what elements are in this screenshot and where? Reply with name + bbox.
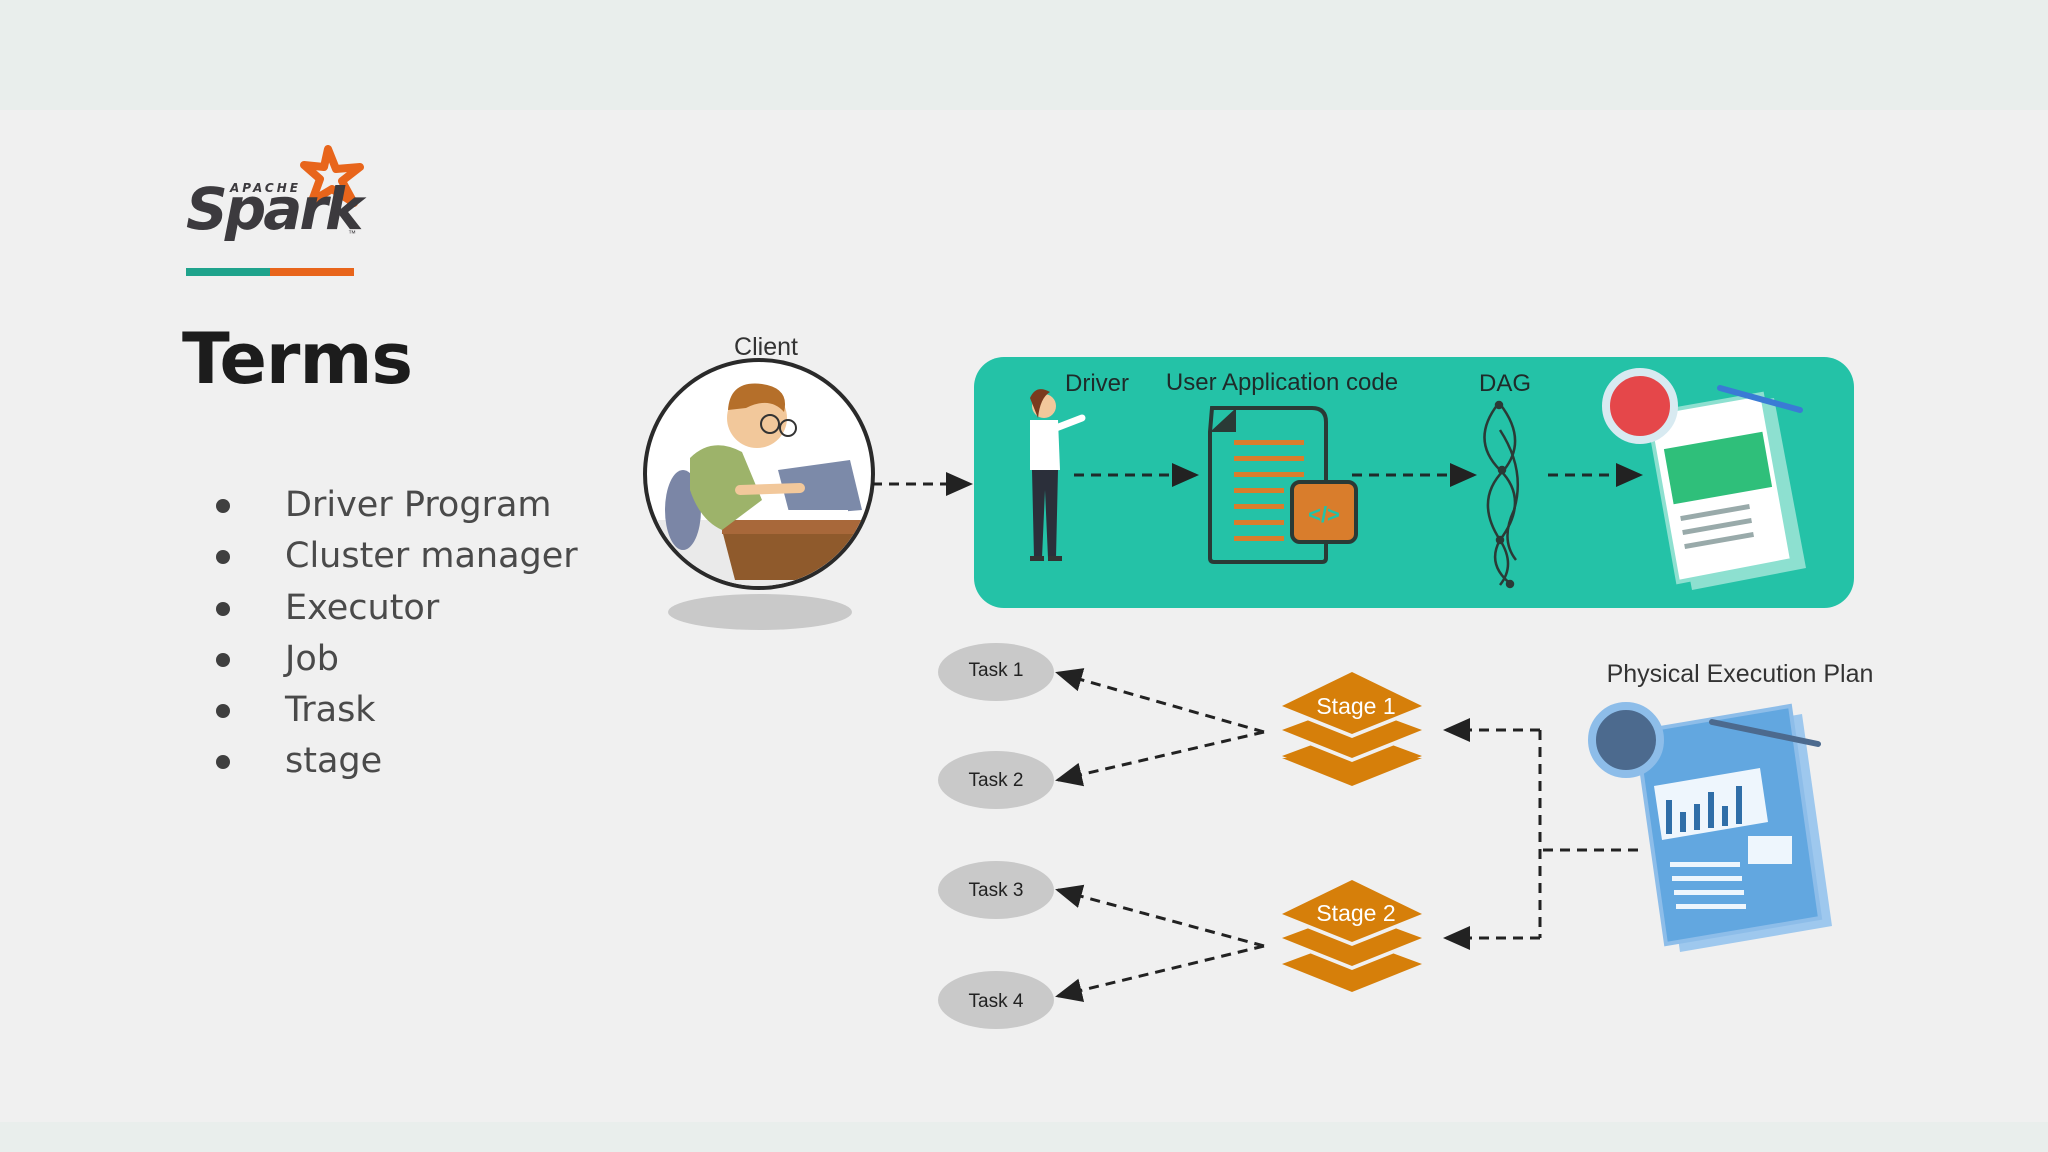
list-item: Executor	[210, 583, 578, 634]
client-icon	[643, 358, 875, 590]
code-symbol: </>	[1308, 502, 1340, 527]
bullet-dot	[216, 601, 230, 616]
term-label: Job	[285, 638, 339, 679]
physical-plan-icon	[1588, 702, 1832, 952]
list-item: Driver Program	[210, 480, 578, 531]
stage1-to-task1-arrow	[1055, 668, 1265, 734]
task-2-label: Task 2	[969, 770, 1024, 791]
task-4-label: Task 4	[969, 991, 1024, 1012]
logo-trademark: ™	[348, 229, 356, 238]
code-label: User Application code	[1166, 369, 1398, 396]
term-label: Cluster manager	[285, 536, 578, 577]
code-document-icon: </>	[1208, 406, 1358, 564]
report-icon	[1602, 368, 1806, 590]
apache-spark-logo: APACHE Spark ™	[180, 145, 380, 250]
list-item: Trask	[210, 685, 578, 736]
driver-person-icon	[1030, 389, 1086, 561]
stage-1-icon	[1282, 672, 1422, 786]
stage1-to-task2-arrow	[1055, 730, 1265, 787]
accent-orange	[270, 268, 354, 276]
bullet-dot	[216, 550, 230, 565]
bullet-dot	[216, 704, 230, 719]
stage-1-label: Stage 1	[1316, 693, 1395, 719]
list-item: Job	[210, 634, 578, 685]
term-label: Executor	[285, 587, 440, 628]
client-label: Client	[734, 333, 798, 361]
bullet-dot	[216, 755, 230, 770]
client-shadow	[668, 594, 852, 630]
dag-label: DAG	[1479, 370, 1531, 397]
task-2-node	[938, 751, 1054, 809]
task-3-label: Task 3	[969, 880, 1024, 901]
task-1-label: Task 1	[969, 660, 1024, 681]
top-band	[0, 0, 2048, 110]
list-item: Cluster manager	[210, 531, 578, 582]
task-3-node	[938, 861, 1054, 919]
dag-icon	[1483, 400, 1520, 589]
stage2-to-task3-arrow	[1055, 884, 1265, 948]
list-item: stage	[210, 736, 578, 787]
bullet-dot	[216, 499, 230, 513]
slide-background	[0, 110, 2048, 1122]
title-accent-bar	[186, 268, 354, 276]
bottom-band	[0, 1122, 2048, 1152]
logo-apache-text: APACHE	[230, 181, 301, 195]
page-title: Terms	[182, 318, 413, 400]
task-4-node	[938, 971, 1054, 1029]
stage-2-label: Stage 2	[1316, 900, 1395, 926]
driver-label: Driver	[1065, 370, 1129, 397]
logo-spark-text: Spark	[186, 175, 364, 243]
term-label: Trask	[285, 690, 376, 731]
spark-star-icon	[300, 145, 364, 207]
term-label: Driver Program	[285, 485, 552, 525]
bullet-dot	[216, 652, 230, 667]
accent-teal	[186, 268, 270, 276]
term-label: stage	[285, 741, 383, 782]
terms-list: Driver Program Cluster manager Executor …	[210, 480, 578, 788]
stage-2-icon	[1282, 880, 1422, 992]
task-1-node	[938, 643, 1054, 701]
stage2-to-task4-arrow	[1055, 944, 1265, 1003]
plan-label: Physical Execution Plan	[1607, 660, 1874, 688]
